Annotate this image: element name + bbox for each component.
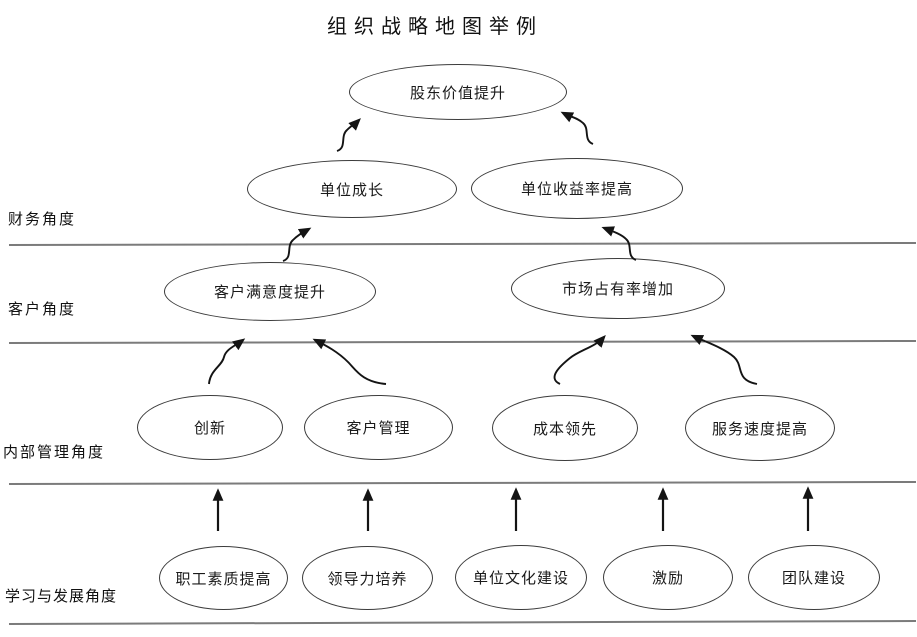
arrow-customer-satisfaction-to-unit-growth bbox=[282, 227, 312, 262]
arrow-cost-leadership-to-market-share bbox=[553, 334, 606, 385]
node-shareholder-value: 股东价值提升 bbox=[349, 64, 567, 120]
node-customer-management: 客户管理 bbox=[304, 395, 453, 460]
arrow-unit-profit-rate-to-shareholder-value bbox=[560, 111, 594, 145]
vertical-arrows bbox=[212, 486, 814, 531]
divider-internal bbox=[8, 481, 917, 485]
node-customer-satisfaction: 客户满意度提升 bbox=[164, 262, 376, 321]
node-unit-growth: 单位成长 bbox=[247, 160, 457, 218]
label-internal-management-perspective: 内部管理角度 bbox=[3, 443, 106, 461]
arrow-service-speed-to-market-share bbox=[690, 334, 758, 385]
diagram-title: 组织战略地图举例 bbox=[327, 14, 543, 38]
node-cost-leadership: 成本领先 bbox=[492, 395, 638, 461]
divider-learning bbox=[8, 620, 917, 625]
label-learning-development-perspective: 学习与发展角度 bbox=[5, 587, 118, 605]
node-team-building: 团队建设 bbox=[748, 545, 880, 610]
arrow-customer-management-to-customer-satisfaction bbox=[312, 338, 387, 385]
arrow-unit-growth-to-shareholder-value bbox=[336, 118, 361, 152]
label-financial-perspective: 财务角度 bbox=[8, 210, 77, 228]
node-employee-quality: 职工素质提高 bbox=[159, 546, 288, 610]
divider-customer bbox=[8, 340, 917, 344]
label-customer-perspective: 客户角度 bbox=[8, 300, 77, 318]
node-incentive: 激励 bbox=[603, 545, 733, 610]
node-leadership-development: 领导力培养 bbox=[302, 546, 433, 610]
divider-financial bbox=[8, 242, 917, 246]
arrow-innovation-to-customer-satisfaction bbox=[208, 338, 246, 385]
curved-arrows bbox=[208, 111, 758, 385]
node-market-share: 市场占有率增加 bbox=[511, 258, 725, 319]
node-innovation: 创新 bbox=[137, 395, 283, 460]
node-unit-culture: 单位文化建设 bbox=[455, 545, 587, 610]
arrow-market-share-to-unit-profit-rate bbox=[601, 226, 637, 261]
node-service-speed: 服务速度提高 bbox=[685, 395, 835, 461]
node-unit-profit-rate: 单位收益率提高 bbox=[471, 158, 683, 219]
